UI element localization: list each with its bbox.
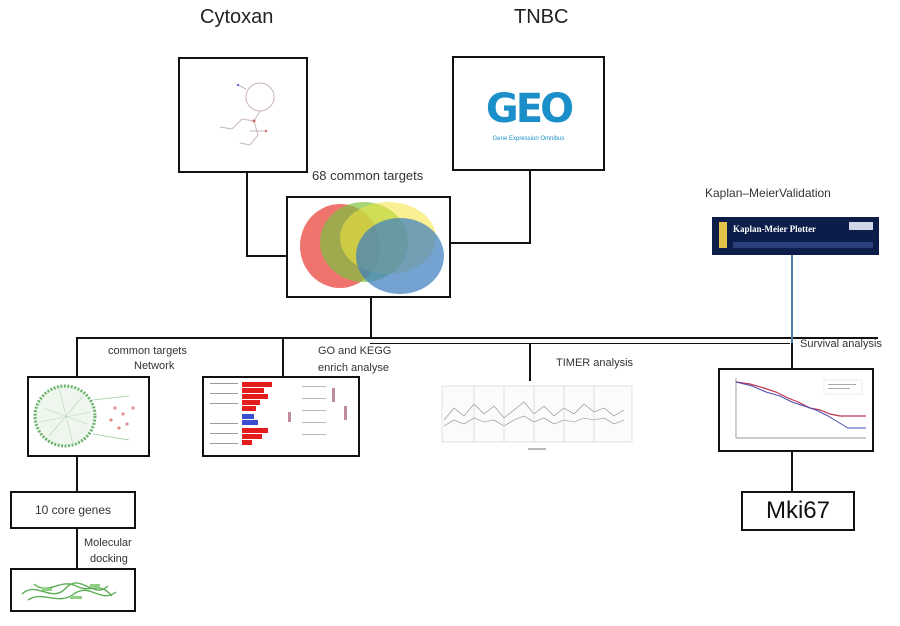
network-label-line2: Network: [134, 360, 175, 372]
mki67-label: Mki67: [765, 497, 831, 524]
kaplan-caption: Kaplan–MeierValidation: [705, 186, 831, 200]
geo-logo-tagline: Gene Expression Omnibus: [492, 136, 565, 142]
core-genes-box: 10 core genes: [10, 491, 136, 529]
mki67-result-box: Mki67: [741, 491, 855, 531]
venn-set-blue: [356, 218, 444, 294]
kaplan-meier-banner: Kaplan-Meier Plotter: [712, 217, 879, 255]
survival-curve-panel: [718, 368, 874, 452]
docking-label-line1: Molecular: [84, 537, 132, 549]
tnbc-label: TNBC: [514, 6, 569, 28]
ppi-network-image: [33, 384, 135, 448]
geo-database-panel: GEO Gene Expression Omnibus: [452, 56, 605, 171]
venn-caption: 68 common targets: [312, 168, 424, 183]
venn-diagram-image: [300, 202, 444, 294]
geo-logo-wordmark: GEO: [485, 86, 574, 132]
docking-label-line2: docking: [90, 553, 128, 565]
timer-analysis-label: TIMER analysis: [556, 357, 634, 369]
go-kegg-panel: [202, 376, 360, 457]
cytoxan-structure-image: [219, 82, 275, 146]
docking-panel: [10, 568, 136, 612]
network-panel: [27, 376, 150, 457]
core-genes-label: 10 core genes: [34, 503, 112, 517]
go-kegg-bar-image: [210, 382, 347, 445]
cytoxan-label: Cytoxan: [200, 6, 274, 28]
go-kegg-label-line2: enrich analyse: [318, 362, 389, 374]
network-label-line1: common targets: [108, 345, 187, 357]
timer-analysis-image: [438, 380, 636, 456]
go-kegg-label-line1: GO and KEGG: [318, 345, 392, 357]
molecular-docking-image: [21, 582, 117, 601]
cytoxan-structure-panel: [178, 57, 308, 173]
survival-analysis-label: Survival analysis: [800, 338, 882, 350]
survival-curve-image: [735, 378, 866, 439]
venn-diagram-panel: [286, 196, 451, 298]
kaplan-logo-mark: [719, 222, 727, 248]
kaplan-banner-title: Kaplan-Meier Plotter: [733, 224, 817, 234]
